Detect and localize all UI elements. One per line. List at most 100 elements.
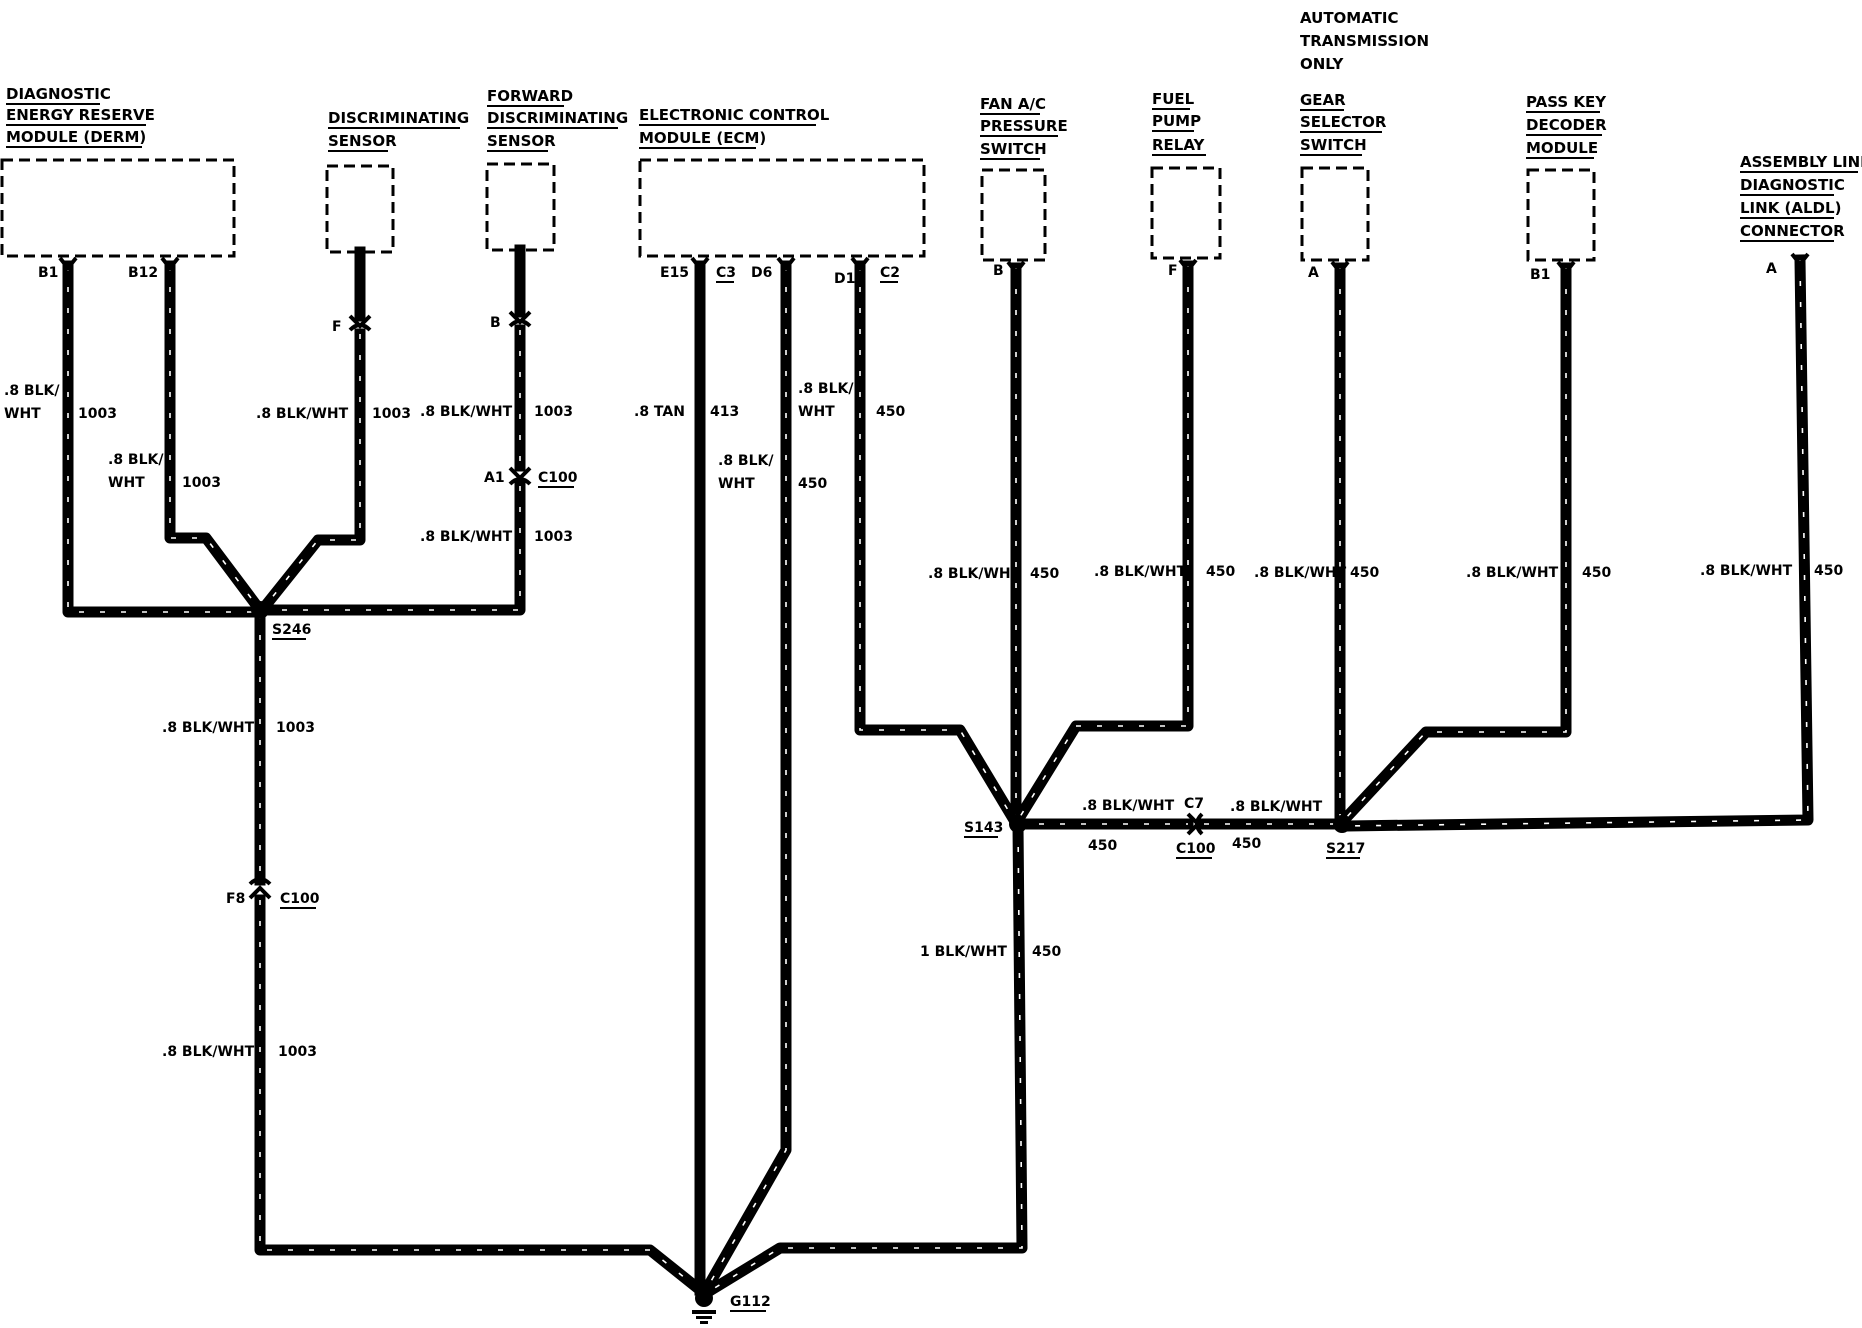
svg-text:1 BLK/WHT: 1 BLK/WHT xyxy=(920,944,1007,960)
svg-text:.8 BLK/WHT: .8 BLK/WHT xyxy=(1082,798,1175,814)
svg-text:AUTOMATIC: AUTOMATIC xyxy=(1300,9,1399,27)
svg-text:D1: D1 xyxy=(834,271,855,287)
label-wire-ecm-d6: .8 BLK/ WHT 450 xyxy=(718,453,827,492)
label-splice-s246: S246 xyxy=(272,622,311,640)
svg-text:C3: C3 xyxy=(716,265,736,281)
svg-text:1003: 1003 xyxy=(276,720,315,736)
inline-connector-disc-f xyxy=(348,314,372,332)
svg-text:.8 BLK/: .8 BLK/ xyxy=(798,381,854,397)
label-connector-fwd-c100: A1 C100 xyxy=(484,470,578,488)
label-wire-passkey: .8 BLK/WHT 450 xyxy=(1466,565,1611,581)
svg-text:WHT: WHT xyxy=(718,476,755,492)
svg-text:LINK (ALDL): LINK (ALDL) xyxy=(1740,199,1841,217)
svg-text:1003: 1003 xyxy=(534,529,573,545)
svg-text:.8 BLK/WHT: .8 BLK/WHT xyxy=(420,404,513,420)
svg-text:MODULE (DERM): MODULE (DERM) xyxy=(6,128,146,146)
label-wire-fan: .8 BLK/WHT 450 xyxy=(928,566,1059,582)
wire-fuel-relay xyxy=(1010,260,1194,828)
svg-text:.8 BLK/WHT: .8 BLK/WHT xyxy=(928,566,1021,582)
svg-text:1003: 1003 xyxy=(534,404,573,420)
svg-text:A: A xyxy=(1308,265,1319,281)
label-wire-s246-upper: .8 BLK/WHT 1003 xyxy=(162,720,315,736)
pin-labels: B1 B12 F B E15 C3 D6 D1 C2 B F A B1 A xyxy=(38,261,1777,335)
svg-text:FAN A/C: FAN A/C xyxy=(980,95,1046,113)
fuel-pump-relay-box xyxy=(1150,166,1222,260)
svg-text:.8 BLK/WHT: .8 BLK/WHT xyxy=(162,1044,255,1060)
svg-text:DECODER: DECODER xyxy=(1526,116,1607,134)
svg-text:ENERGY RESERVE: ENERGY RESERVE xyxy=(6,106,155,124)
svg-text:B1: B1 xyxy=(1530,267,1550,283)
svg-text:.8 BLK/WHT: .8 BLK/WHT xyxy=(1094,564,1187,580)
svg-text:450: 450 xyxy=(876,404,905,420)
inline-connector-s246-c100 xyxy=(248,877,272,900)
svg-text:.8 BLK/: .8 BLK/ xyxy=(108,452,164,468)
label-connector-s246-c100: F8 C100 xyxy=(226,891,320,909)
svg-text:F: F xyxy=(1168,263,1178,279)
svg-text:PASS KEY: PASS KEY xyxy=(1526,93,1607,111)
svg-text:GEAR: GEAR xyxy=(1300,91,1346,109)
label-connector-s143-c100: C7 C100 xyxy=(1176,796,1216,859)
svg-text:1003: 1003 xyxy=(182,475,221,491)
svg-text:B1: B1 xyxy=(38,265,58,281)
svg-text:WHT: WHT xyxy=(798,404,835,420)
svg-text:DISCRIMINATING: DISCRIMINATING xyxy=(487,109,628,127)
svg-text:FUEL: FUEL xyxy=(1152,90,1195,108)
fan-ac-pressure-switch-box xyxy=(980,168,1047,262)
svg-text:450: 450 xyxy=(1582,565,1611,581)
ecm-module-box xyxy=(638,158,926,258)
svg-text:ELECTRONIC CONTROL: ELECTRONIC CONTROL xyxy=(639,106,830,124)
svg-text:MODULE (ECM): MODULE (ECM) xyxy=(639,129,766,147)
inline-connector-fwd-b xyxy=(508,310,532,328)
svg-text:D6: D6 xyxy=(751,265,772,281)
svg-text:.8 BLK/WHT: .8 BLK/WHT xyxy=(1230,799,1323,815)
svg-text:.8 BLK/: .8 BLK/ xyxy=(718,453,774,469)
discriminating-sensor-box xyxy=(325,164,395,254)
svg-text:.8 BLK/WHT: .8 BLK/WHT xyxy=(162,720,255,736)
discriminating-sensor-title: DISCRIMINATING SENSOR xyxy=(328,109,469,152)
svg-text:C7: C7 xyxy=(1184,796,1204,812)
svg-text:1003: 1003 xyxy=(78,406,117,422)
label-wire-fuel: .8 BLK/WHT 450 xyxy=(1094,564,1235,580)
svg-text:S246: S246 xyxy=(272,622,311,638)
svg-text:SENSOR: SENSOR xyxy=(328,132,397,150)
label-splice-s217: S217 xyxy=(1326,841,1365,859)
gear-selector-switch-title: GEAR SELECTOR SWITCH xyxy=(1300,91,1387,156)
wire-pass-key xyxy=(1336,262,1572,828)
pass-key-decoder-module-title: PASS KEY DECODER MODULE xyxy=(1526,93,1607,159)
pin-terminals xyxy=(58,252,1810,276)
svg-text:E15: E15 xyxy=(660,265,689,281)
svg-text:PUMP: PUMP xyxy=(1152,112,1201,130)
svg-text:B: B xyxy=(993,263,1004,279)
label-wire-aldl: .8 BLK/WHT 450 xyxy=(1700,563,1843,579)
derm-title: DIAGNOSTIC ENERGY RESERVE MODULE (DERM) xyxy=(6,85,155,148)
svg-text:SELECTOR: SELECTOR xyxy=(1300,113,1387,131)
svg-text:SENSOR: SENSOR xyxy=(487,132,556,150)
label-wire-s246-lower: .8 BLK/WHT 1003 xyxy=(162,1044,317,1060)
svg-text:S217: S217 xyxy=(1326,841,1365,857)
splice-s217-dot xyxy=(1333,815,1351,833)
wire-derm-b12 xyxy=(164,260,268,618)
wire-forward-sensor xyxy=(256,244,526,616)
label-wire-derm-b1: .8 BLK/ WHT 1003 xyxy=(4,383,117,422)
svg-text:C100: C100 xyxy=(538,470,578,486)
svg-text:WHT: WHT xyxy=(108,475,145,491)
svg-text:450: 450 xyxy=(1814,563,1843,579)
wire-ecm-d1 xyxy=(854,260,1022,828)
svg-text:450: 450 xyxy=(1206,564,1235,580)
svg-text:WHT: WHT xyxy=(4,406,41,422)
label-wire-s143-s217-right: .8 BLK/WHT 450 xyxy=(1230,799,1323,852)
forward-discriminating-sensor-title: FORWARD DISCRIMINATING SENSOR xyxy=(487,87,628,152)
svg-text:S143: S143 xyxy=(964,820,1003,836)
svg-text:DISCRIMINATING: DISCRIMINATING xyxy=(328,109,469,127)
label-wire-fwd-upper: .8 BLK/WHT 1003 xyxy=(420,404,573,420)
splice-s143-dot xyxy=(1009,815,1027,833)
automatic-transmission-only-note: AUTOMATIC TRANSMISSION ONLY xyxy=(1300,9,1429,73)
svg-text:450: 450 xyxy=(1032,944,1061,960)
svg-text:DIAGNOSTIC: DIAGNOSTIC xyxy=(6,85,111,103)
svg-text:RELAY: RELAY xyxy=(1152,136,1206,154)
svg-text:450: 450 xyxy=(1350,565,1379,581)
svg-text:ASSEMBLY LINE: ASSEMBLY LINE xyxy=(1740,153,1862,171)
fan-ac-pressure-switch-title: FAN A/C PRESSURE SWITCH xyxy=(980,95,1068,160)
label-wire-ecm-e15: .8 TAN 413 xyxy=(634,404,739,420)
